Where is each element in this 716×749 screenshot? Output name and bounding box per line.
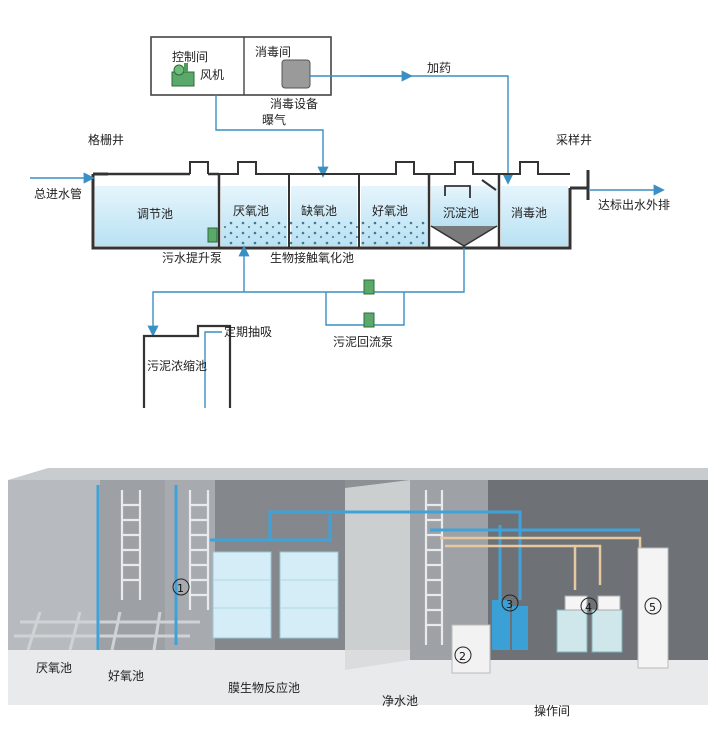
periodic-suction-label: 定期抽吸 [224, 324, 272, 339]
disinfect-equipment-label: 消毒设备 [270, 97, 318, 111]
label-anaerobic: 厌氧池 [36, 661, 72, 675]
mbr-module-icon [212, 551, 339, 639]
outlet-label: 达标出水外排 [598, 198, 670, 212]
svg-text:3: 3 [506, 598, 513, 611]
dosing-label: 加药 [427, 61, 451, 75]
tank-disinfection-label: 消毒池 [511, 206, 547, 220]
marker-1: 1 [172, 578, 190, 596]
pump-3-icon [492, 600, 528, 650]
label-aerobic: 好氧池 [108, 669, 144, 683]
marker-5: 5 [644, 597, 662, 615]
svg-text:2: 2 [459, 650, 466, 663]
lift-pump-label: 污水提升泵 [162, 250, 222, 265]
sludge-return-pump-icon [363, 279, 375, 328]
svg-text:1: 1 [177, 582, 184, 595]
svg-text:4: 4 [585, 601, 592, 614]
tank-sedimentation-label: 沉淀池 [443, 206, 479, 220]
disinfect-room-label: 消毒间 [255, 45, 291, 59]
control-cabinet-5-icon [637, 547, 669, 669]
control-room-label: 控制间 [172, 50, 208, 64]
container-3d-illustration: 1 2 3 4 5 厌氧池 好氧池 膜生物反应池 净水池 操作间 [8, 468, 708, 718]
marker-4: 4 [580, 597, 598, 615]
disinfect-equipment-icon [281, 59, 311, 89]
blower-label: 风机 [200, 68, 224, 82]
grille-well-label: 格栅井 [88, 132, 124, 147]
ladder-icon [120, 490, 444, 645]
label-clean-water: 净水池 [382, 694, 418, 708]
biocontact-label: 生物接触氧化池 [270, 250, 354, 265]
marker-3: 3 [501, 594, 519, 612]
sludge-thickener-label: 污泥浓缩池 [147, 358, 207, 373]
tank-aerobic-label: 好氧池 [372, 204, 408, 218]
sampling-well-label: 采样井 [556, 132, 592, 147]
lift-pump-icon [207, 227, 218, 243]
tank-anaerobic-label: 厌氧池 [233, 204, 269, 218]
tank-anoxic-label: 缺氧池 [301, 203, 337, 218]
aeration-label: 曝气 [262, 112, 286, 127]
tank-regulating-label: 调节池 [137, 207, 173, 221]
label-mbr: 膜生物反应池 [228, 680, 300, 695]
process-flow-diagram: 控制间 风机 消毒间 消毒设备 曝气 加药 格栅井 采样井 [30, 36, 670, 408]
marker-2: 2 [454, 646, 472, 664]
blower-4-icon [556, 595, 623, 653]
main-inlet-label: 总进水管 [34, 186, 82, 201]
blower-icon [171, 63, 195, 87]
label-operation-room: 操作间 [534, 703, 570, 718]
sludge-return-pump-label: 污泥回流泵 [333, 335, 393, 349]
svg-text:5: 5 [649, 601, 656, 614]
